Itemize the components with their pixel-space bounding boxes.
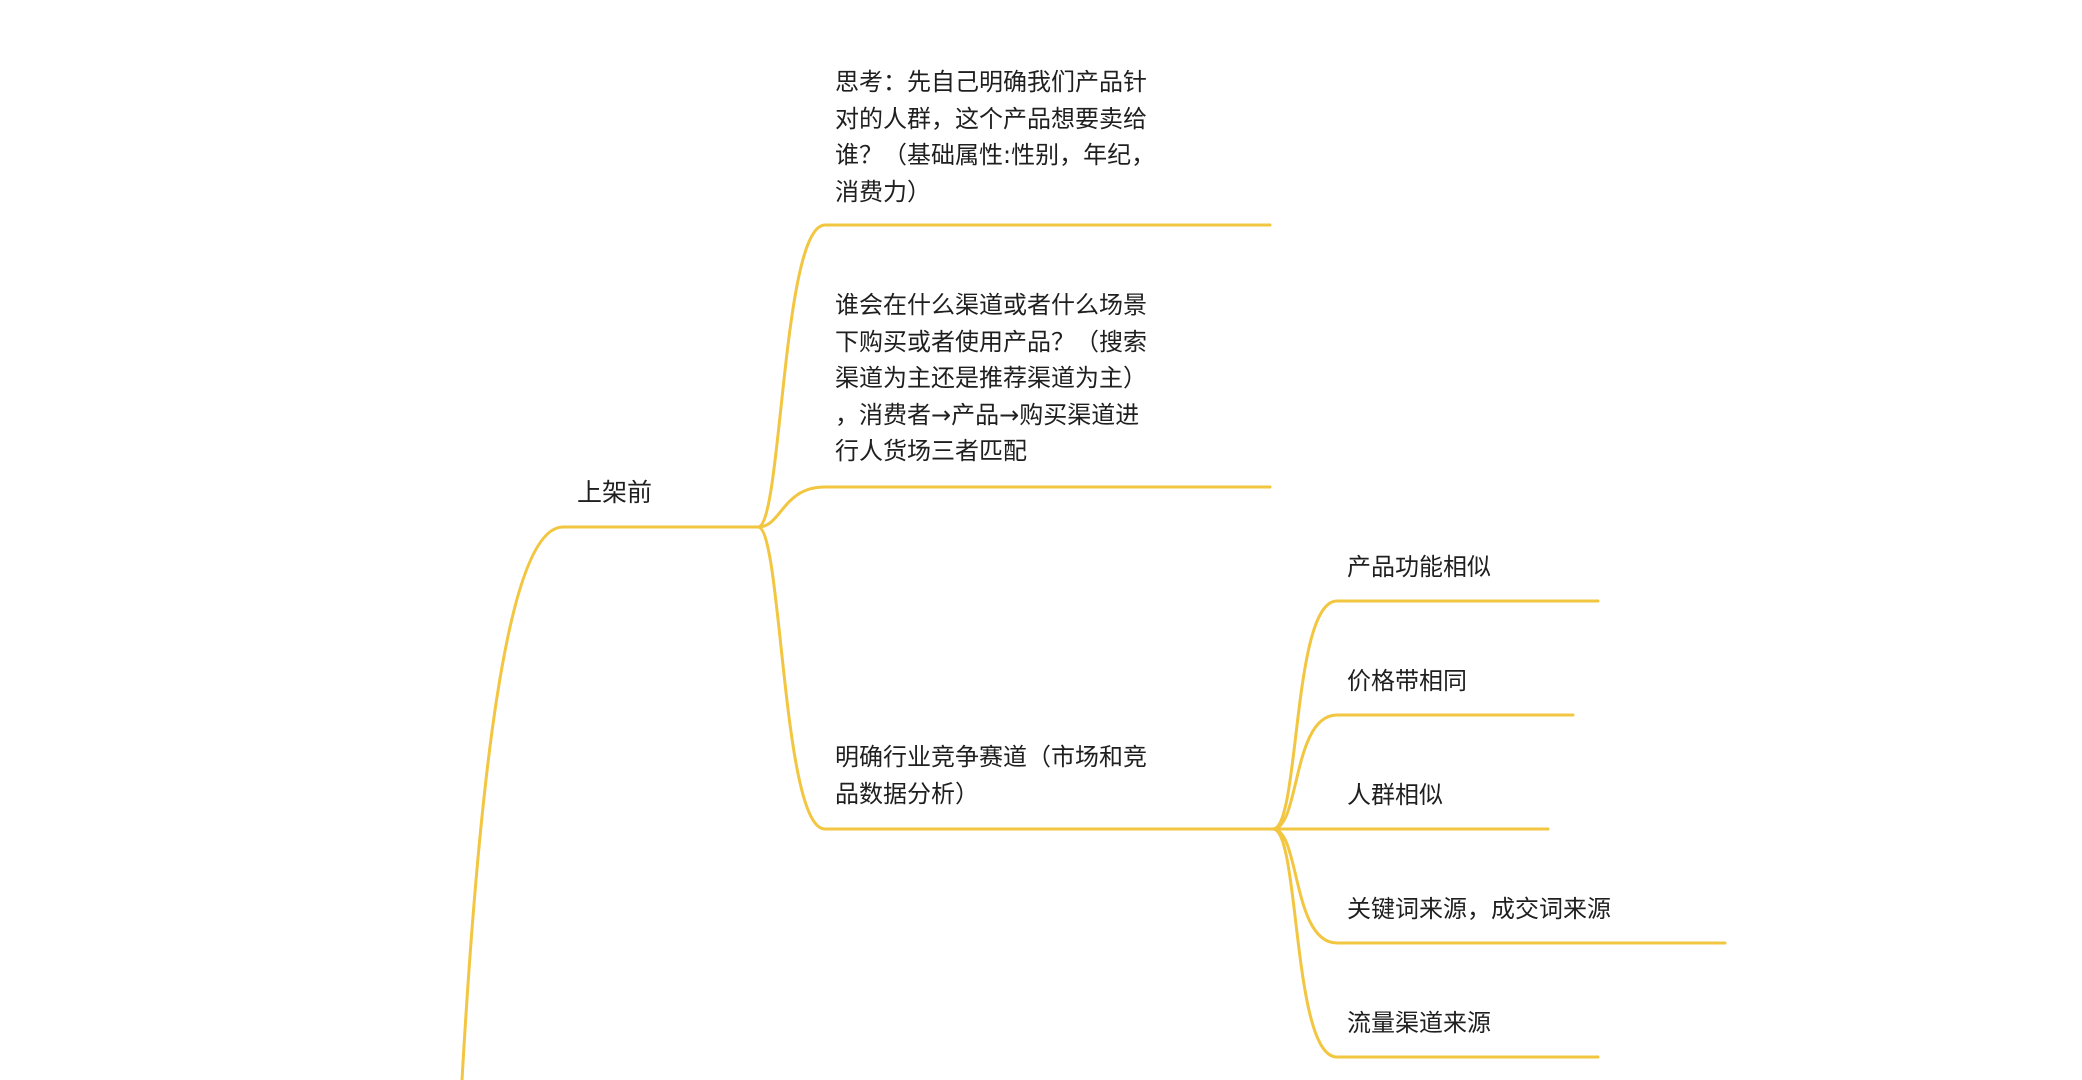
connector-root-branch-2 [756,485,1272,529]
branch-node-competitive-track[interactable]: 明确行业竞争赛道（市场和竞 品数据分析） [835,743,1147,808]
branch-node-target-audience[interactable]: 思考：先自己明确我们产品针 对的人群，这个产品想要卖给 谁？（基础属性:性别，年… [835,68,1156,206]
connector-branch-3-leaf-2 [1271,713,1575,831]
connector-branch-3-leaf-5 [1271,827,1600,1059]
connector-trunk-root [460,525,760,1080]
leaf-node-keyword-sources[interactable]: 关键词来源，成交词来源 [1347,895,1611,923]
branch-node-channels-scenarios[interactable]: 谁会在什么渠道或者什么场景 下购买或者使用产品？（搜索 渠道为主还是推荐渠道为主… [835,291,1147,465]
leaf-node-same-price-band[interactable]: 价格带相同 [1347,667,1467,695]
connector-branch-3-leaf-4 [1271,827,1727,945]
connector-root-branch-1 [756,223,1272,529]
connector-branch-3-leaf-1 [1271,599,1600,831]
leaf-node-similar-audience[interactable]: 人群相似 [1347,781,1443,809]
leaf-node-traffic-channel-sources[interactable]: 流量渠道来源 [1347,1009,1491,1037]
root-node-label[interactable]: 上架前 [577,478,653,507]
connector-root-branch-3 [756,525,1275,831]
leaf-node-similar-function[interactable]: 产品功能相似 [1347,553,1491,581]
